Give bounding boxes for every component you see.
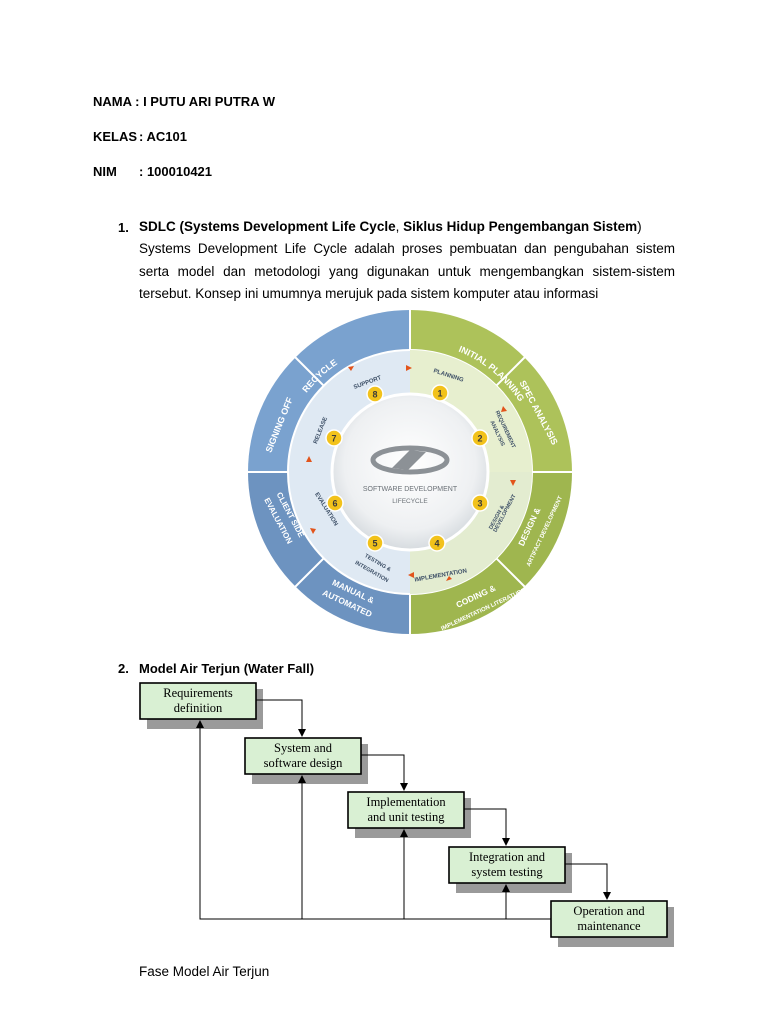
badge-1 (431, 384, 449, 402)
section1-title-main: Systems Development Life Cycle (184, 219, 396, 234)
class-value: : AC101 (139, 129, 187, 144)
section1-title: SDLC (Systems Development Life Cycle, Si… (139, 219, 642, 234)
arrow-marker-bottom-right (446, 576, 452, 581)
arrow-impl-to-integration (464, 808, 510, 846)
arrow-marker-right (510, 480, 516, 486)
badge-3 (471, 494, 489, 512)
arrow-integration-to-operation (565, 863, 611, 900)
section1-line-3: tersebut. Konsep ini umumnya merujuk pad… (139, 286, 599, 301)
feedback-arrows (196, 720, 551, 920)
arrow-marker-top-right (501, 406, 507, 412)
box2-line2: software design (264, 756, 344, 770)
box4-line2: system testing (471, 865, 543, 879)
box5-line2: maintenance (577, 919, 641, 933)
badge-8 (366, 385, 384, 403)
badge-2-text: 2 (477, 434, 482, 444)
badge-3-text: 3 (477, 499, 482, 509)
box3-line2: and unit testing (367, 810, 445, 824)
arrow-marker-top (406, 365, 412, 371)
badge-1-text: 1 (437, 389, 442, 399)
badge-7-text: 7 (331, 434, 336, 444)
section1-paragraph: Systems Development Life Cycle adalah pr… (139, 238, 675, 306)
badge-5 (366, 534, 384, 552)
name-line: NAMA : I PUTU ARI PUTRA W (93, 94, 275, 109)
box-requirements (139, 682, 257, 720)
center-title-line1: SOFTWARE DEVELOPMENT (363, 486, 458, 493)
feedback-to-requirements (196, 720, 551, 920)
section1-number: 1. (118, 220, 129, 235)
box3-line1: Implementation (366, 795, 446, 809)
badge-4-text: 4 (434, 539, 439, 549)
badge-4 (428, 534, 446, 552)
badge-6-text: 6 (332, 499, 337, 509)
phase-boxes (139, 682, 668, 938)
box-implementation (347, 791, 465, 829)
badge-7 (325, 429, 343, 447)
box5-line1: Operation and (573, 904, 645, 918)
section1-title-prefix: SDLC ( (139, 219, 184, 234)
center-title-line2: LIFECYCLE (392, 498, 428, 505)
sdlc-lifecycle-diagram: SOFTWARE DEVELOPMENT LIFECYCLE RECYCLE I… (248, 310, 572, 634)
arrow-design-to-impl (361, 754, 408, 791)
section1-title-suffix: ) (637, 219, 642, 234)
waterfall-caption: Fase Model Air Terjun (139, 964, 270, 979)
box1-line2: definition (174, 701, 223, 715)
step-badges: 1 2 3 4 5 6 7 8 (325, 384, 489, 552)
section2-number: 2. (118, 661, 129, 676)
section1-line-1: Systems Development Life Cycle adalah pr… (139, 241, 675, 256)
class-label: KELAS (93, 129, 138, 144)
nim-value: : 100010421 (139, 164, 213, 179)
box4-line1: Integration and (469, 850, 546, 864)
direction-arrow-icons (306, 365, 516, 581)
arrow-marker-bottom-left (310, 528, 316, 534)
box-system-design (244, 737, 362, 775)
badge-8-text: 8 (372, 390, 377, 400)
badge-6 (326, 494, 344, 512)
box1-line1: Requirements (163, 686, 233, 700)
section1-line-2: serta model dan metodologi yang digunaka… (139, 263, 675, 279)
section2-title: Model Air Terjun (Water Fall) (139, 661, 315, 676)
badge-5-text: 5 (372, 539, 377, 549)
arrow-marker-bottom (408, 572, 414, 578)
section1-title-sep: , (395, 219, 404, 234)
arrow-marker-left (306, 456, 312, 462)
sdlc-logo-icon (370, 445, 450, 475)
badge-2 (471, 429, 489, 447)
forward-arrows (256, 699, 611, 900)
waterfall-diagram: Requirements definition System and softw… (139, 682, 674, 947)
box-operation (550, 900, 668, 938)
arrow-req-to-design (256, 699, 306, 737)
arrow-marker-top-left (348, 366, 354, 371)
box2-line1: System and (274, 741, 333, 755)
section1-title-translation: Siklus Hidup Pengembangan Sistem (403, 219, 638, 234)
box-integration (448, 846, 566, 884)
nim-label: NIM (93, 164, 117, 179)
